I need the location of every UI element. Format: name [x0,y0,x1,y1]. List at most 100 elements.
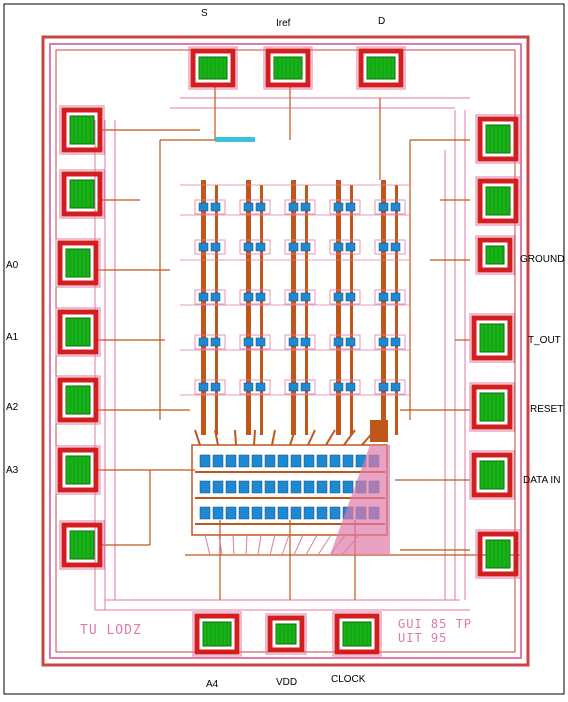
column-bus [260,185,263,435]
logic-cell [303,454,315,468]
pad-guard [469,382,515,432]
cell-outline [239,199,271,215]
io-pad [55,307,101,357]
pin-label-vdd: VDD [276,677,298,688]
pink-fill-area [330,445,390,555]
logic-cell [238,480,250,494]
cell-outline [374,334,406,350]
logo-code-top: GUI 85 TP [398,617,473,631]
cell-via [333,202,344,212]
logic-cell [264,506,276,520]
io-pad [55,445,101,495]
logic-cell [316,506,328,520]
pad-guard [59,520,105,570]
logic-cell [225,454,237,468]
cell-via [378,202,389,212]
io-pad [59,105,105,155]
pad-frame [334,613,380,655]
pad-guard [55,307,101,357]
cell-via [390,242,401,252]
cell-via [300,382,311,392]
cell-outline [329,379,361,395]
cell-outline [374,239,406,255]
column-bus [395,185,398,435]
pin-label-data-in: DATA IN [523,475,561,486]
pad-frame [57,240,99,286]
pad-metal [275,623,297,645]
fanout-line [232,534,235,556]
io-pad [332,611,382,657]
cell-via [288,292,299,302]
cell-outline [239,379,271,395]
pad-frame [477,178,519,224]
logic-cell [212,480,224,494]
pin-label-s: S [201,8,208,19]
logic-cell [303,506,315,520]
io-pad [55,238,101,288]
logic-cell [251,506,263,520]
cell-outline [284,199,316,215]
pin-label-a4: A4 [206,679,219,690]
cell-via [288,202,299,212]
decoder-stripe [215,137,255,142]
cell-via [333,382,344,392]
pad-frame [57,447,99,493]
cell-via [390,202,401,212]
io-pad [475,235,515,275]
logic-cell [251,480,263,494]
cell-via [255,292,266,302]
logic-cell [199,506,211,520]
io-pad [356,46,406,90]
pad-frame [61,171,103,217]
cell-via [300,292,311,302]
pad-guard [55,445,101,495]
pad-guard [265,613,307,655]
cell-outline [239,289,271,305]
cell-via [378,337,389,347]
cell-via [300,202,311,212]
cell-via [345,292,356,302]
io-pad [265,613,307,655]
pad-frame [61,522,103,568]
pin-label-t-out: T_OUT [528,335,561,346]
column-bus [350,185,353,435]
pin-label-a1: A1 [6,332,19,343]
cell-outline [284,379,316,395]
fanout-line [305,534,318,556]
funnel-wire [289,429,296,446]
pad-guard [59,105,105,155]
pad-frame [267,615,305,653]
fanout-line [204,534,211,556]
logic-cell [290,506,302,520]
fanout-line [293,534,304,556]
cell-via [255,337,266,347]
logic-cell [199,480,211,494]
pin-label-a2: A2 [6,402,19,413]
logic-cell [329,454,341,468]
logic-cell [251,454,263,468]
pad-ring-inner [49,43,522,659]
cell-outline [374,379,406,395]
pad-guard [356,46,406,90]
pad-frame [57,377,99,423]
cell-via [345,202,356,212]
cell-via [243,242,254,252]
io-pad [188,46,238,90]
cell-via [210,292,221,302]
fanout-line [317,534,332,556]
io-pad [55,375,101,425]
fanout-line [257,534,262,556]
funnel-wire [234,429,237,446]
cell-via [300,337,311,347]
bus-block [370,420,388,442]
cell-via [378,242,389,252]
cell-via [243,202,254,212]
logic-cell [329,506,341,520]
cell-via [210,202,221,212]
logic-cell [303,480,315,494]
pad-guard [469,450,515,500]
cell-via [198,202,209,212]
fanout-line [218,534,223,556]
cell-via [390,382,401,392]
logic-cell [290,454,302,468]
